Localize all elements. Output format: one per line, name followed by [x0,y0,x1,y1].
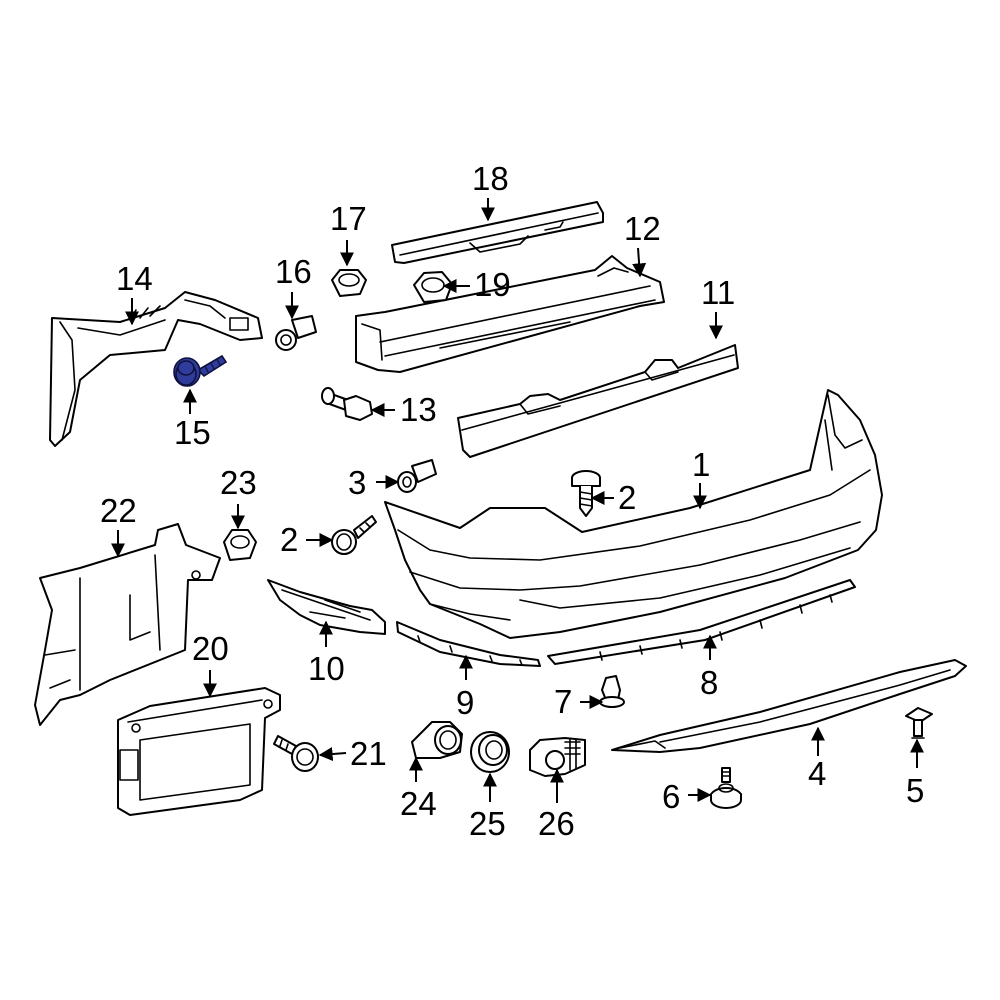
callout-8: 8 [700,664,718,701]
part-12-reinforcement[interactable] [355,255,665,373]
callout-24: 24 [400,785,437,822]
part-11-absorber[interactable] [457,344,739,458]
part-15-bolt[interactable] [173,354,228,387]
callout-12: 12 [624,210,661,247]
part-16-clip[interactable] [275,315,317,351]
callout-14: 14 [116,260,153,297]
callout-9: 9 [456,684,474,721]
part-24-sensor[interactable] [411,721,463,759]
part-4-diffuser[interactable] [611,659,967,753]
part-6-screw[interactable] [710,767,742,809]
callout-20: 20 [192,630,229,667]
callout-16: 16 [275,253,312,290]
callout-3: 3 [348,464,366,501]
callout-2-upper: 2 [618,479,636,516]
part-26-sensor-bracket[interactable] [529,737,586,777]
callout-11: 11 [701,274,735,311]
callout-1: 1 [692,446,710,483]
part-2-bolt-left[interactable] [331,515,377,555]
callout-5: 5 [906,772,924,809]
part-10-trim[interactable] [267,579,386,635]
part-20-module[interactable] [117,687,281,816]
callout-17: 17 [330,200,367,237]
callout-4: 4 [808,755,826,792]
part-5-retainer[interactable] [905,707,933,739]
callout-6: 6 [662,778,680,815]
callout-26: 26 [538,805,575,842]
part-2-screw-upper[interactable] [571,470,601,517]
callout-25: 25 [469,805,506,842]
callout-19: 19 [474,266,511,303]
part-25-grommet[interactable] [470,731,510,773]
part-21-bolt[interactable] [273,735,319,772]
callout-10: 10 [308,650,345,687]
part-14-side-bracket[interactable] [49,291,263,447]
part-22-mount-bracket[interactable] [34,523,221,726]
part-3-clip[interactable] [397,459,437,493]
callout-13: 13 [400,391,437,428]
callout-22: 22 [100,492,137,529]
part-17-nut[interactable] [331,269,367,297]
part-18-bracket[interactable] [391,201,604,264]
leader-lines [111,198,924,803]
callout-15: 15 [174,414,211,451]
callout-18: 18 [472,160,509,197]
callout-2-left: 2 [280,521,298,558]
callout-numbers: 18 12 11 17 19 16 14 15 13 3 2 1 2 23 22… [100,160,924,842]
part-13-bolt[interactable] [321,387,373,421]
callout-7: 7 [554,683,572,720]
part-23-nut[interactable] [223,529,257,561]
part-1-bumper-cover[interactable] [384,389,883,639]
callout-23: 23 [220,464,257,501]
part-7-push-clip[interactable] [599,675,625,708]
callout-21: 21 [350,735,387,772]
part-8-molding[interactable] [547,579,856,665]
